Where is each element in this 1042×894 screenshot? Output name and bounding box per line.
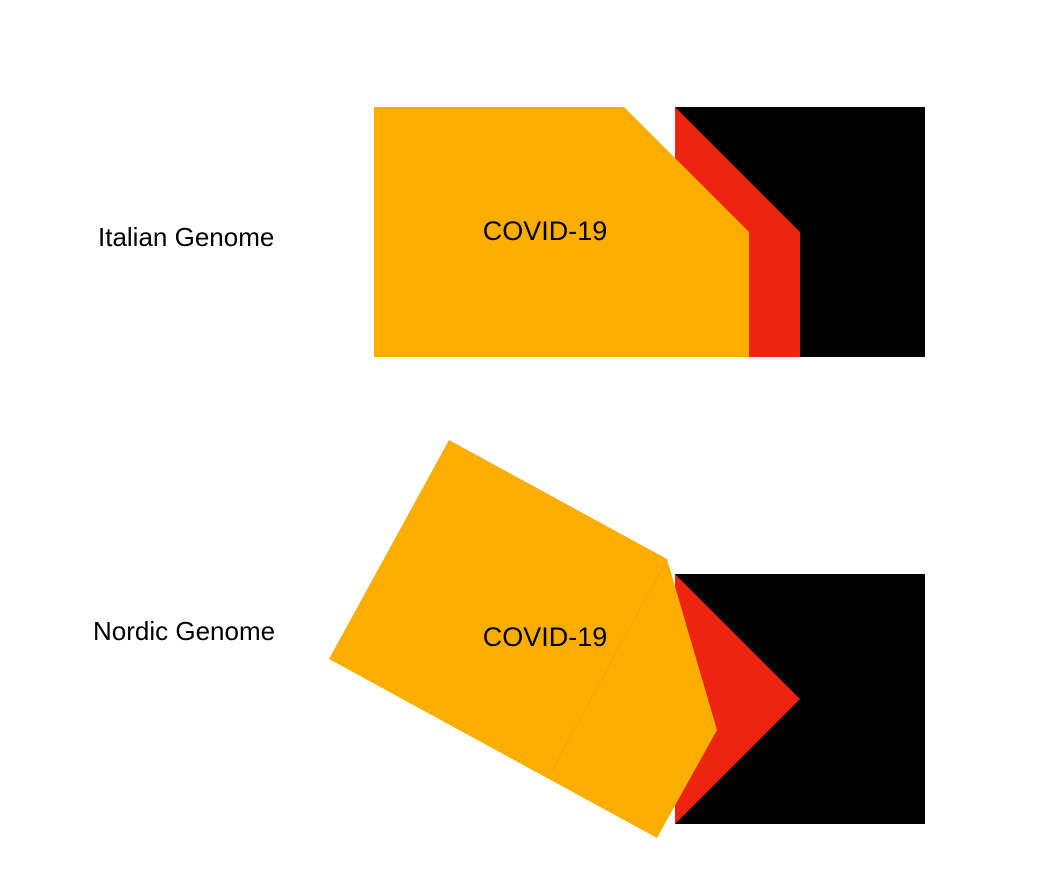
nordic-receptor — [675, 574, 800, 824]
italian-virus — [374, 107, 749, 357]
nordic-genome-label: Nordic Genome — [93, 616, 276, 646]
italian-virus-label: COVID-19 — [483, 216, 608, 246]
nordic-virus-fold-line — [547, 558, 668, 779]
italian-genome-label: Italian Genome — [98, 222, 275, 252]
nordic-row: COVID-19 — [329, 440, 925, 838]
nordic-virus-label: COVID-19 — [483, 622, 608, 652]
nordic-virus — [329, 440, 717, 838]
italian-row: COVID-19 — [374, 107, 925, 357]
